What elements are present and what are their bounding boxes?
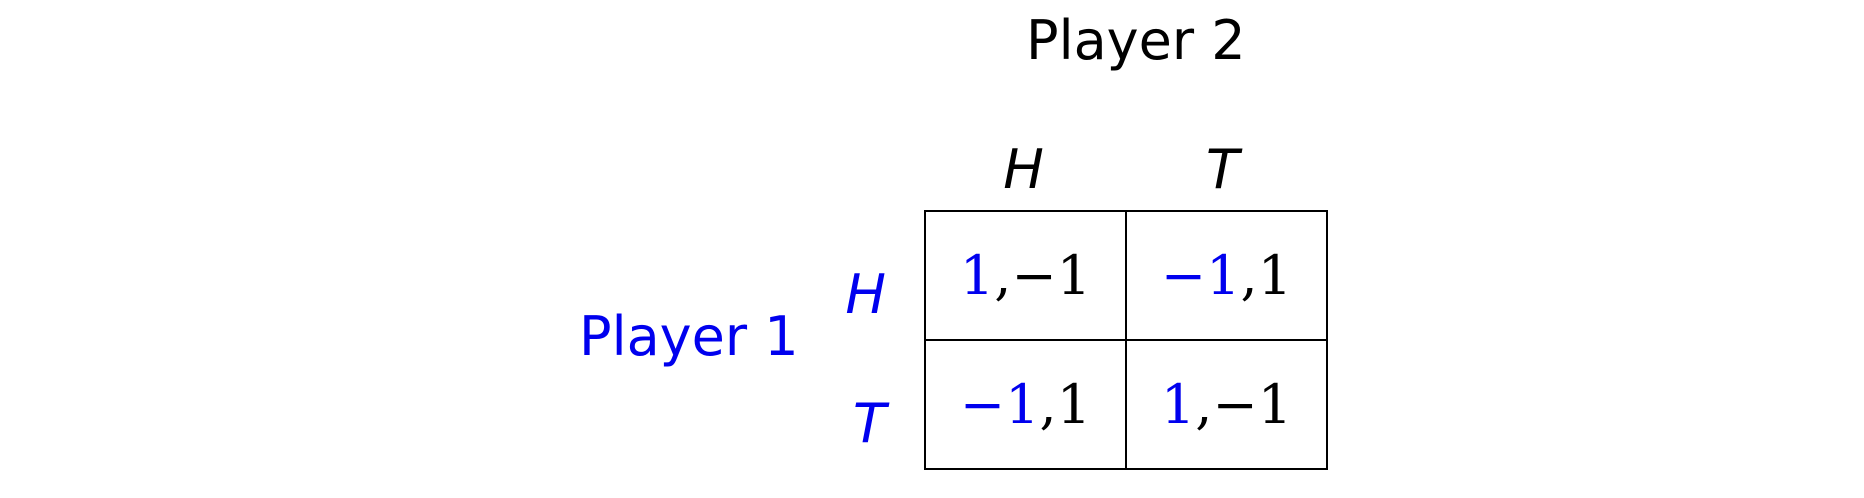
row-strategy-h: H — [845, 263, 886, 326]
payoff-separator: , — [1039, 372, 1057, 436]
player1-payoff: 1 — [959, 243, 995, 307]
payoff-matrix: 1,−1 −1,1 −1,1 1,−1 — [924, 210, 1328, 470]
player2-payoff: −1 — [1011, 243, 1092, 307]
player1-payoff: 1 — [1160, 372, 1196, 436]
player2-payoff: 1 — [1056, 372, 1092, 436]
player1-payoff: −1 — [959, 372, 1040, 436]
player1-payoff: −1 — [1160, 243, 1241, 307]
player2-payoff: 1 — [1257, 243, 1293, 307]
player2-payoff: −1 — [1212, 372, 1293, 436]
row-strategy-t: T — [853, 392, 886, 455]
payoff-separator: , — [1240, 243, 1258, 307]
payoff-row-h: 1,−1 −1,1 — [924, 210, 1328, 341]
payoff-separator: , — [994, 243, 1012, 307]
row-player-label: Player 1 — [579, 305, 799, 368]
column-player-label: Player 2 — [1026, 9, 1246, 72]
payoff-cell-t-t: 1,−1 — [1125, 339, 1328, 470]
payoff-row-t: −1,1 1,−1 — [924, 339, 1328, 470]
payoff-cell-t-h: −1,1 — [924, 339, 1127, 470]
column-strategy-h: H — [1003, 138, 1044, 201]
payoff-separator: , — [1195, 372, 1213, 436]
column-strategy-t: T — [1206, 138, 1239, 201]
payoff-cell-h-t: −1,1 — [1125, 210, 1328, 341]
payoff-cell-h-h: 1,−1 — [924, 210, 1127, 341]
